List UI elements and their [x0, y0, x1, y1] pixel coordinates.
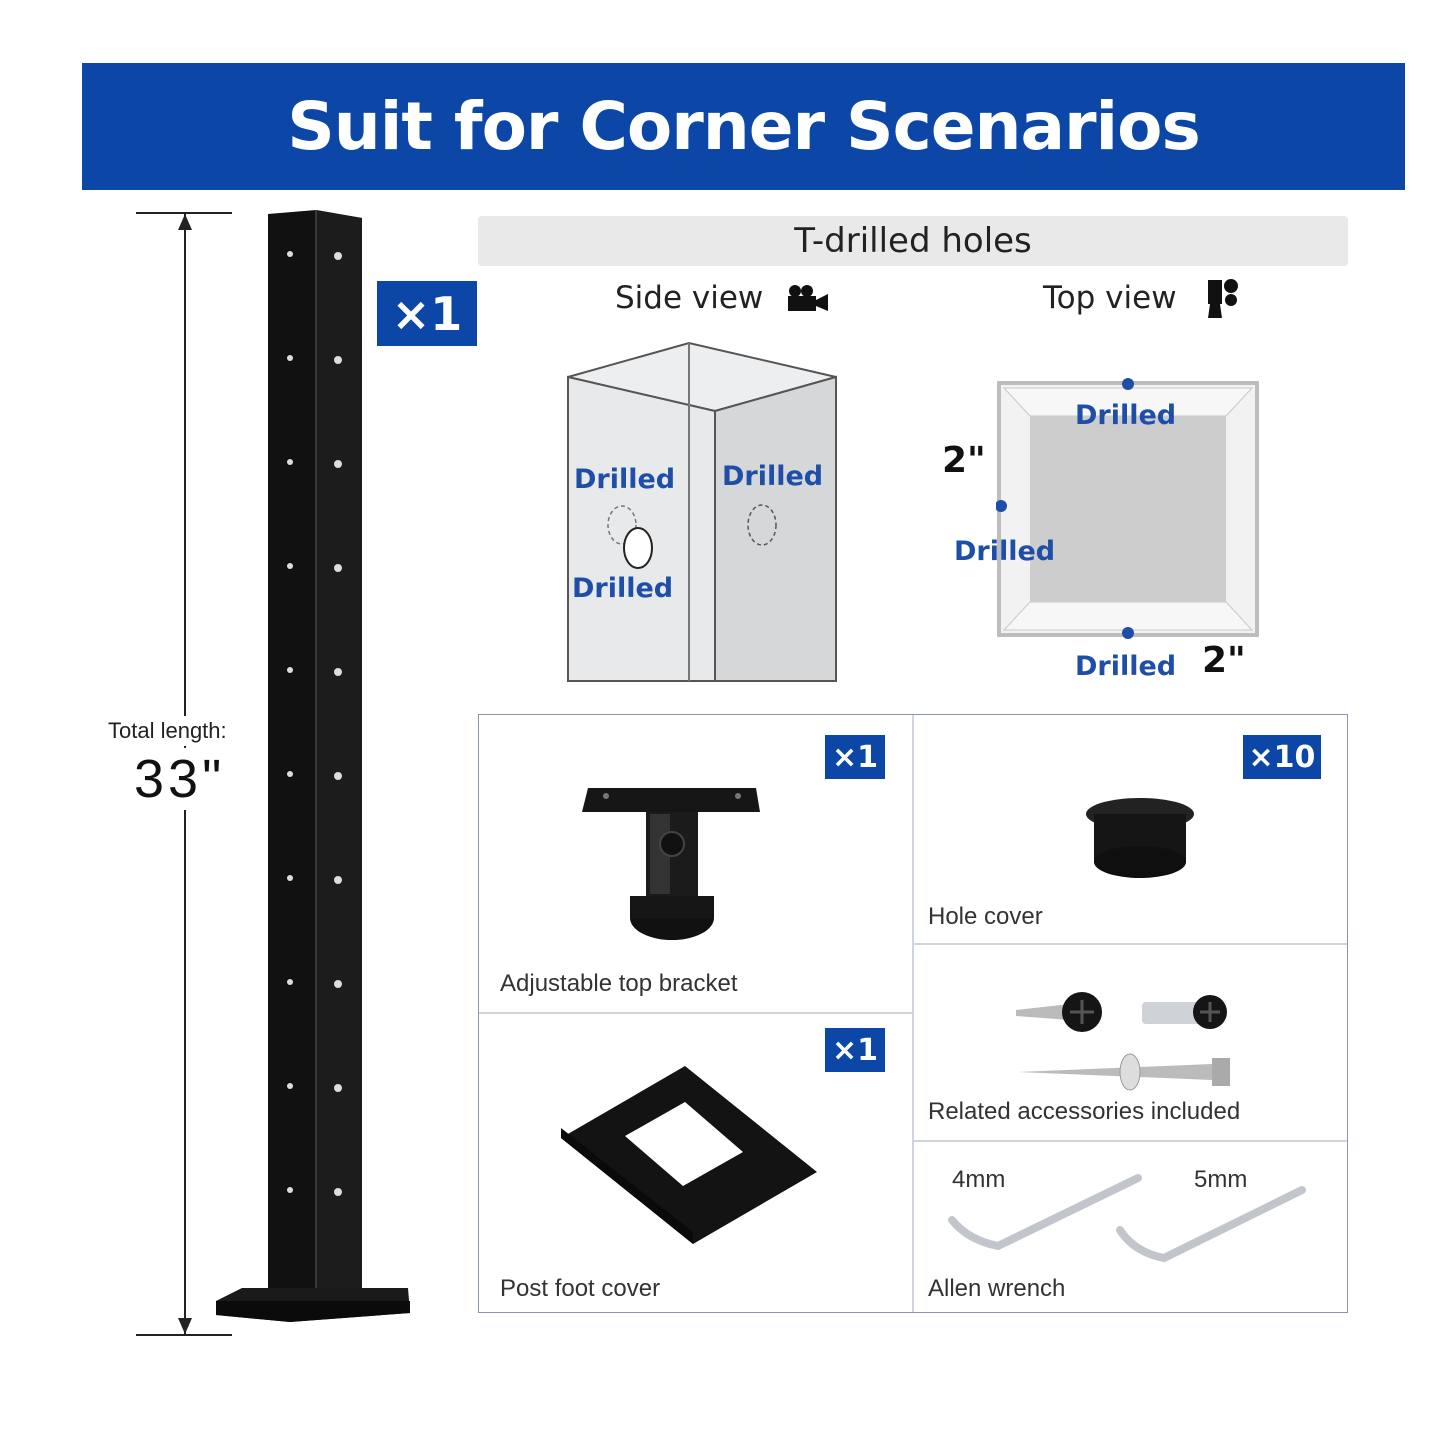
foot-cover-label: Post foot cover [500, 1275, 661, 1302]
video-camera-icon [788, 285, 828, 311]
top-camera-icon [1208, 279, 1238, 318]
arrow-down-icon [178, 1318, 192, 1334]
total-length-value: 33" [130, 748, 230, 810]
accessories-label: Related accessories included [928, 1098, 1241, 1125]
grid-divider-vertical [912, 715, 914, 1312]
side-drilled-label-2: Drilled [722, 461, 824, 492]
corner-post-image [216, 210, 410, 1322]
screws-image [1016, 992, 1230, 1091]
side-drilled-label-1: Drilled [574, 464, 676, 495]
hole-cover-quantity-badge: ×10 [1243, 735, 1321, 779]
hole-cover-image [1086, 798, 1194, 878]
page-title: Suit for Corner Scenarios [287, 88, 1201, 165]
hole-cover-label: Hole cover [928, 903, 1043, 930]
top-view-label: Top view [1043, 280, 1177, 316]
grid-divider-right-2 [913, 1140, 1347, 1142]
foot-cover-image [561, 1066, 817, 1244]
t-drilled-holes-header: T-drilled holes [478, 216, 1348, 266]
top-bracket-image [582, 788, 760, 940]
side-view-label: Side view [615, 280, 764, 316]
allen-size-4mm: 4mm [952, 1166, 1006, 1193]
top-bracket-label: Adjustable top bracket [500, 970, 738, 997]
grid-divider-right-1 [913, 943, 1347, 945]
top-drilled-label-1: Drilled [1075, 400, 1177, 431]
top-drilled-label-2: Drilled [954, 536, 1056, 567]
t-drilled-holes-label: T-drilled holes [794, 221, 1032, 261]
allen-wrench-label: Allen wrench [928, 1275, 1066, 1302]
side-view-diagram [567, 341, 837, 682]
side-drilled-label-3: Drilled [572, 573, 674, 604]
top-view-diagram [996, 378, 1259, 639]
allen-size-5mm: 5mm [1194, 1166, 1248, 1193]
dimension-2in-right: 2" [1202, 640, 1246, 681]
dimension-tick-bottom [136, 1334, 232, 1336]
post-quantity-badge: ×1 [377, 281, 477, 346]
total-length-label: Total length: [108, 716, 227, 746]
allen-wrench-image [948, 1174, 1306, 1263]
foot-cover-quantity-badge: ×1 [825, 1028, 885, 1072]
arrow-up-icon [178, 214, 192, 230]
dimension-2in-left: 2" [942, 440, 986, 481]
accessories-grid [478, 714, 1348, 1313]
top-view-title: Top view [1043, 280, 1177, 316]
top-bracket-quantity-badge: ×1 [825, 735, 885, 779]
grid-divider-left [479, 1012, 912, 1014]
side-view-title: Side view [615, 280, 763, 316]
header-banner: Suit for Corner Scenarios [82, 63, 1405, 190]
top-drilled-label-3: Drilled [1075, 651, 1177, 682]
